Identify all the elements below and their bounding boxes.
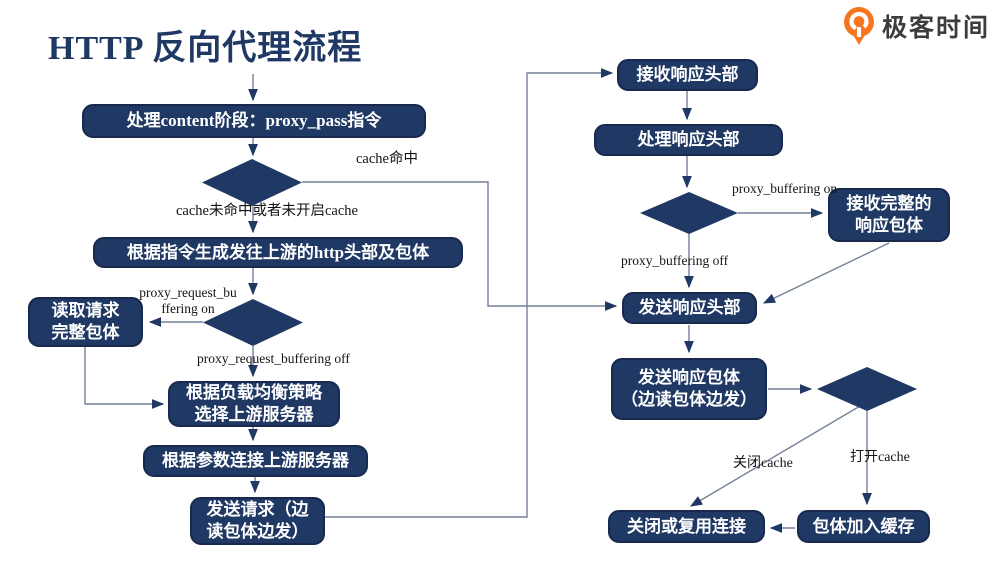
node-process-content: 处理content阶段：proxy_pass指令 bbox=[82, 104, 426, 138]
edge-recv-full-resp-to-send-resp-header bbox=[762, 242, 890, 304]
node-lb-select: 根据负载均衡策略 选择上游服务器 bbox=[168, 381, 340, 427]
brand-logo-text: 极客时间 bbox=[881, 14, 990, 42]
geektime-logo-icon bbox=[843, 7, 874, 45]
edge-cache-hit-to-send-resp-header bbox=[302, 181, 618, 311]
node-connect-upstream: 根据参数连接上游服务器 bbox=[143, 445, 368, 477]
node-send-request: 发送请求（边 读包体边发） bbox=[190, 497, 325, 545]
edge-cache-off-to-close-or-reuse bbox=[689, 405, 861, 507]
page-title: HTTP 反向代理流程 bbox=[48, 30, 363, 67]
label-req-buffering-on: proxy_request_bu ffering on bbox=[139, 285, 237, 316]
edge-send-request-to-recv-resp-header bbox=[325, 68, 614, 518]
label-cache-on: 打开cache bbox=[850, 450, 910, 465]
label-buffering-off: proxy_buffering off bbox=[621, 253, 729, 268]
node-read-full-body: 读取请求 完整包体 bbox=[28, 297, 143, 347]
label-req-buffering-off: proxy_request_buffering off bbox=[197, 351, 350, 366]
brand-logo: 极客时间 bbox=[842, 6, 990, 46]
edge-read-full-body-to-lb-select bbox=[84, 347, 165, 409]
node-recv-resp-header: 接收响应头部 bbox=[617, 59, 758, 91]
label-cache-hit: cache命中 bbox=[356, 151, 418, 167]
node-close-or-reuse: 关闭或复用连接 bbox=[608, 510, 765, 543]
label-cache-miss: cache未命中或者未开启cache bbox=[176, 203, 358, 219]
label-buffering-on: proxy_buffering on bbox=[732, 181, 838, 196]
node-proc-resp-header: 处理响应头部 bbox=[594, 124, 783, 156]
node-body-to-cache: 包体加入缓存 bbox=[797, 510, 930, 543]
node-send-resp-body: 发送响应包体 （边读包体边发） bbox=[611, 358, 767, 420]
node-send-resp-header: 发送响应头部 bbox=[622, 292, 757, 324]
node-gen-upstream: 根据指令生成发往上游的http头部及包体 bbox=[93, 237, 463, 268]
node-recv-full-resp: 接收完整的 响应包体 bbox=[828, 188, 950, 242]
label-cache-off: 关闭cache bbox=[733, 456, 793, 471]
